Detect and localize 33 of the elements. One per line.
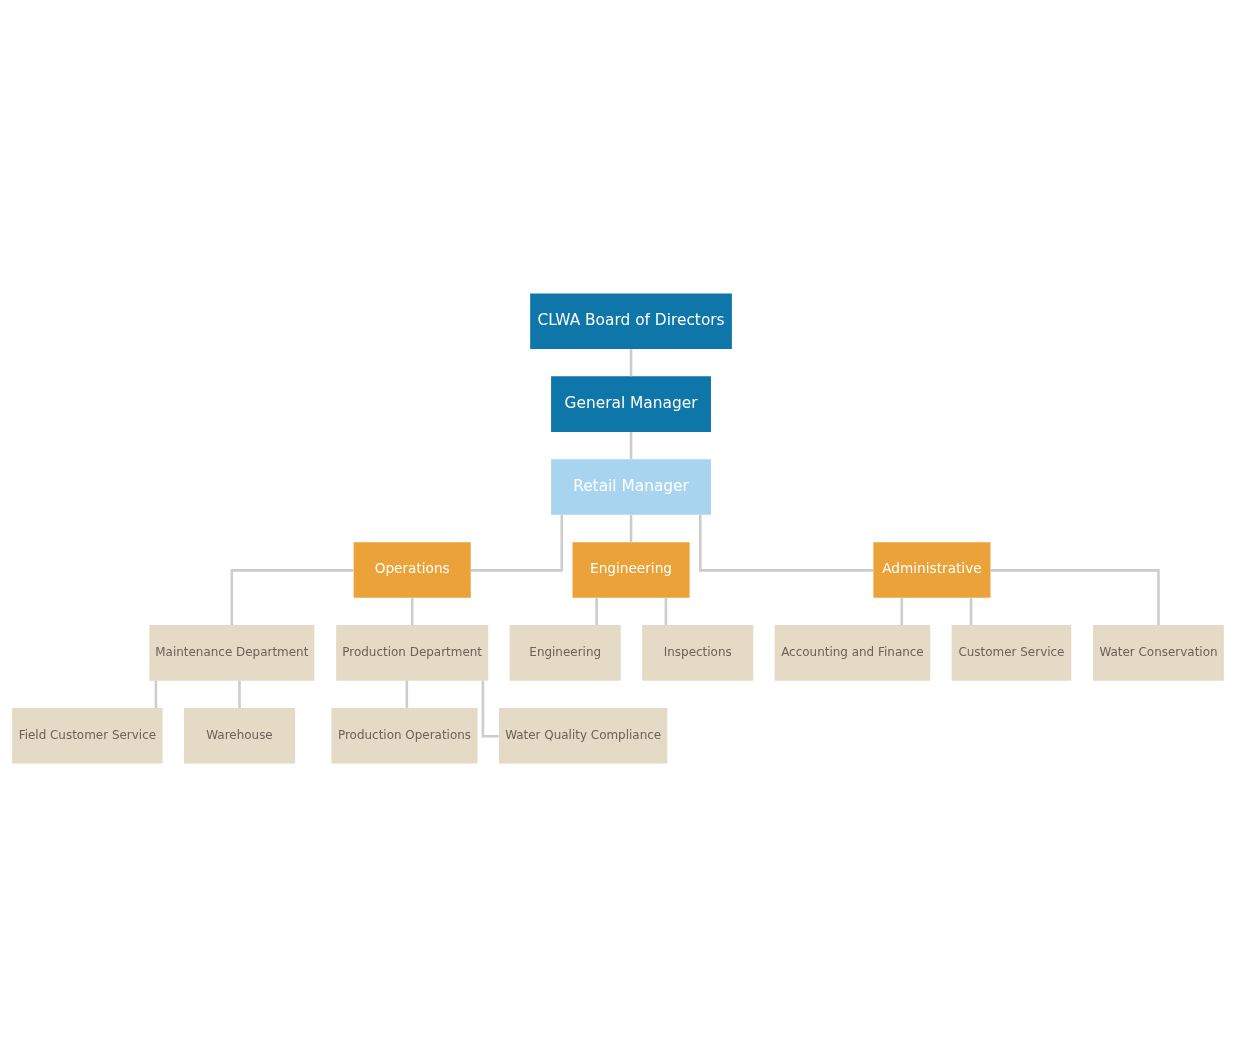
node-box: Engineering [509, 625, 621, 681]
connector [470, 515, 564, 572]
connector [969, 597, 973, 625]
node-box: Retail Manager [551, 459, 711, 515]
connector [664, 597, 668, 625]
connector [481, 680, 499, 738]
connector [699, 515, 874, 572]
node-box: Customer Service [951, 625, 1072, 681]
node-box: Production Operations [331, 708, 478, 764]
node-box: Engineering [572, 542, 690, 598]
connector [154, 680, 158, 708]
node-box: Accounting and Finance [774, 625, 931, 681]
node-box: Water Conservation [1093, 625, 1224, 681]
node-box: Field Customer Service [12, 708, 163, 764]
connector [990, 569, 1160, 625]
node-box: General Manager [551, 376, 711, 432]
node-box: Maintenance Department [149, 625, 315, 681]
node-box: Inspections [642, 625, 754, 681]
node-box: Operations [353, 542, 471, 598]
connector [629, 514, 633, 543]
node-box: Production Department [336, 625, 489, 681]
connector [405, 680, 409, 708]
node-box: Water Quality Compliance [498, 708, 668, 764]
connector [900, 597, 904, 625]
node-box: CLWA Board of Directors [530, 293, 732, 349]
connector [629, 431, 633, 460]
connector [230, 569, 354, 625]
node-box: Warehouse [183, 708, 296, 764]
connector [629, 349, 633, 377]
connector [238, 680, 241, 708]
connector [410, 597, 414, 625]
node-box: Administrative [873, 542, 991, 598]
connector [595, 597, 598, 625]
